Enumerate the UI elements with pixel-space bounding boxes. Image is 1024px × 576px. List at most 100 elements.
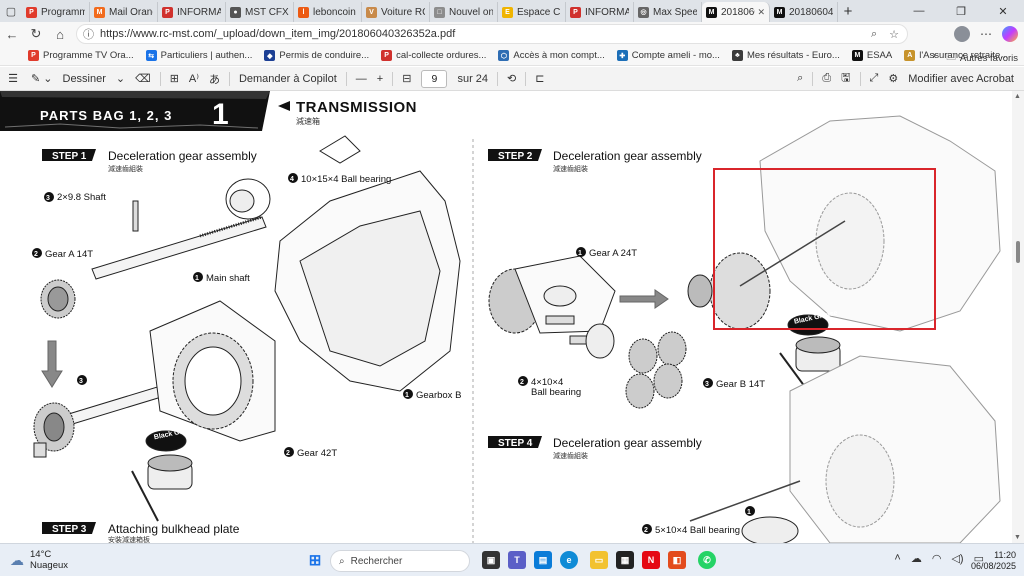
browser-tab[interactable]: □Nouvel onglet xyxy=(430,2,498,22)
settings-icon[interactable]: ⚙ xyxy=(888,73,899,85)
parts-bag-banner: PARTS BAG 1, 2, 3 1 xyxy=(0,91,270,131)
rotate-icon[interactable]: ⟲ xyxy=(507,73,517,85)
pdf-document[interactable]: PARTS BAG 1, 2, 3 1 TRANSMISSION 減速箱 STE… xyxy=(0,91,1012,543)
clock[interactable]: 11:20 06/08/2025 xyxy=(971,550,1016,572)
volume-icon[interactable]: ◁) xyxy=(951,553,964,565)
contents-icon[interactable]: ☰ xyxy=(8,73,18,85)
explorer-icon[interactable]: ▭ xyxy=(590,551,608,569)
cloud-tray-icon[interactable]: ☁ xyxy=(910,553,922,565)
weather-widget[interactable]: ☁ 14°C Nuageux xyxy=(10,549,68,571)
draw-button[interactable]: Dessiner xyxy=(62,72,106,85)
part-gearbox-b: Gearbox B xyxy=(416,390,461,401)
clock-date: 06/08/2025 xyxy=(970,561,1016,571)
search-icon[interactable]: ⌕ xyxy=(797,72,804,84)
page-number-input[interactable]: 9 xyxy=(421,69,448,88)
other-favorites-button[interactable]: 🗀 Autres favoris xyxy=(946,50,1018,66)
maximize-icon[interactable]: ❐ xyxy=(956,5,966,18)
browser-tab[interactable]: PINFORMATION xyxy=(158,2,226,22)
whatsapp-icon[interactable]: ✆ xyxy=(698,551,716,569)
favorite-link[interactable]: ♣Mes résultats - Euro... xyxy=(731,50,840,61)
step-1-title: Deceleration gear assembly xyxy=(108,149,257,163)
start-icon[interactable]: ⊞ xyxy=(308,552,322,569)
favorite-link[interactable]: ✚Compte ameli - mo... xyxy=(616,50,720,61)
home-icon[interactable]: ⌂ xyxy=(56,26,64,42)
url-text: https://www.rc-mst.com/_upload/down_item… xyxy=(100,28,456,40)
browser-tab[interactable]: ●MST CFX xyxy=(226,2,294,22)
new-tab-button[interactable]: + xyxy=(843,2,853,20)
edit-acrobat-button[interactable]: Modifier avec Acrobat xyxy=(908,72,1014,85)
office-icon[interactable]: ◧ xyxy=(668,551,686,569)
chevron-up-icon[interactable]: ˄ xyxy=(894,552,901,564)
text-icon[interactable]: ⊞ xyxy=(169,73,179,85)
close-tab-icon[interactable]: ✕ xyxy=(757,6,765,17)
callout-s2-3-num: 3 xyxy=(705,381,709,388)
section-title-cn: 減速箱 xyxy=(296,116,320,126)
netflix-icon[interactable]: N xyxy=(642,551,660,569)
teams-icon[interactable]: T xyxy=(508,551,526,569)
battery-icon[interactable]: ▭ xyxy=(973,553,984,565)
close-window-icon[interactable]: ✕ xyxy=(998,5,1008,18)
avatar[interactable] xyxy=(954,26,970,42)
favorite-label: l'Assurance retraite... xyxy=(919,50,1009,61)
favorite-link[interactable]: ⬡Accès à mon compt... xyxy=(498,50,605,61)
favorite-link[interactable]: ⇆Particuliers | authen... xyxy=(145,50,252,61)
ask-copilot-button[interactable]: Demander à Copilot xyxy=(238,72,337,85)
scroll-down-icon[interactable]: ▼ xyxy=(1014,534,1021,541)
copilot-icon[interactable] xyxy=(1002,26,1018,42)
print-icon[interactable]: ⎙ xyxy=(822,72,832,84)
read-aloud-icon[interactable]: A⁾ xyxy=(188,73,199,85)
refresh-icon[interactable]: ↻ xyxy=(30,26,42,41)
scroll-up-icon[interactable]: ▲ xyxy=(1014,93,1021,100)
system-tray: ˄ ☁ ◠ ◁) ▭ xyxy=(894,552,984,565)
part-gear-a-24t: Gear A 24T xyxy=(589,248,637,259)
tab-title: Max Speed xyxy=(653,6,697,18)
draw-dropdown-icon[interactable]: ⌄ xyxy=(115,73,126,85)
task-view-icon[interactable]: ▣ xyxy=(482,551,500,569)
callout-s2-3-icon xyxy=(703,378,713,388)
favorite-link[interactable]: ◆Permis de conduire... xyxy=(264,50,369,61)
wifi-icon[interactable]: ◠ xyxy=(931,553,942,565)
tab-actions-icon[interactable]: ▢ xyxy=(5,5,17,18)
save-icon[interactable]: 🖫 xyxy=(841,72,851,84)
menu-icon[interactable]: ⋯ xyxy=(980,27,992,41)
taskbar-search[interactable]: ⌕ Rechercher xyxy=(330,550,470,572)
edge-icon[interactable]: e xyxy=(560,551,578,569)
zoom-out-icon[interactable]: — xyxy=(355,72,367,85)
chevron-right-icon[interactable]: › xyxy=(932,48,936,62)
zoom-in-icon[interactable]: + xyxy=(376,72,384,85)
page-total: sur 24 xyxy=(457,72,489,85)
page-view-icon[interactable]: ⊏ xyxy=(535,73,545,85)
back-icon[interactable]: ← xyxy=(5,26,19,42)
tab-strip: PProgrammeMMail OrangePINFORMATION●MST C… xyxy=(22,0,838,22)
browser-tab[interactable]: ◎Max Speed xyxy=(634,2,702,22)
step-3: STEP 3 Attaching bulkhead plate 安裝減速箱板 xyxy=(42,522,240,543)
eraser-icon[interactable]: ⌫ xyxy=(135,73,151,85)
zoom-icon[interactable]: ⌕ xyxy=(870,27,878,40)
site-info-icon[interactable]: ⓘ xyxy=(83,29,94,41)
scrollbar[interactable]: ▲ ▼ xyxy=(1012,91,1024,543)
tab-favicon-icon: l xyxy=(298,6,309,18)
draw-icon[interactable]: ✎ ⌄ xyxy=(31,73,53,85)
fullscreen-icon[interactable]: ⤢ xyxy=(869,72,879,84)
tab-title: Mail Orange xyxy=(109,6,153,18)
url-field[interactable]: ⓘ https://www.rc-mst.com/_upload/down_it… xyxy=(76,24,908,44)
browser-tab[interactable]: PINFORMATION xyxy=(566,2,634,22)
store-icon[interactable]: ▤ xyxy=(534,551,552,569)
fit-page-icon[interactable]: ⊟ xyxy=(402,73,412,85)
translate-icon[interactable]: あ xyxy=(208,73,220,86)
favorite-star-icon[interactable]: ☆ xyxy=(889,28,899,41)
app-icon[interactable]: ▦ xyxy=(616,551,634,569)
scrollbar-thumb[interactable] xyxy=(1016,241,1020,263)
minimize-icon[interactable]: — xyxy=(913,5,925,17)
